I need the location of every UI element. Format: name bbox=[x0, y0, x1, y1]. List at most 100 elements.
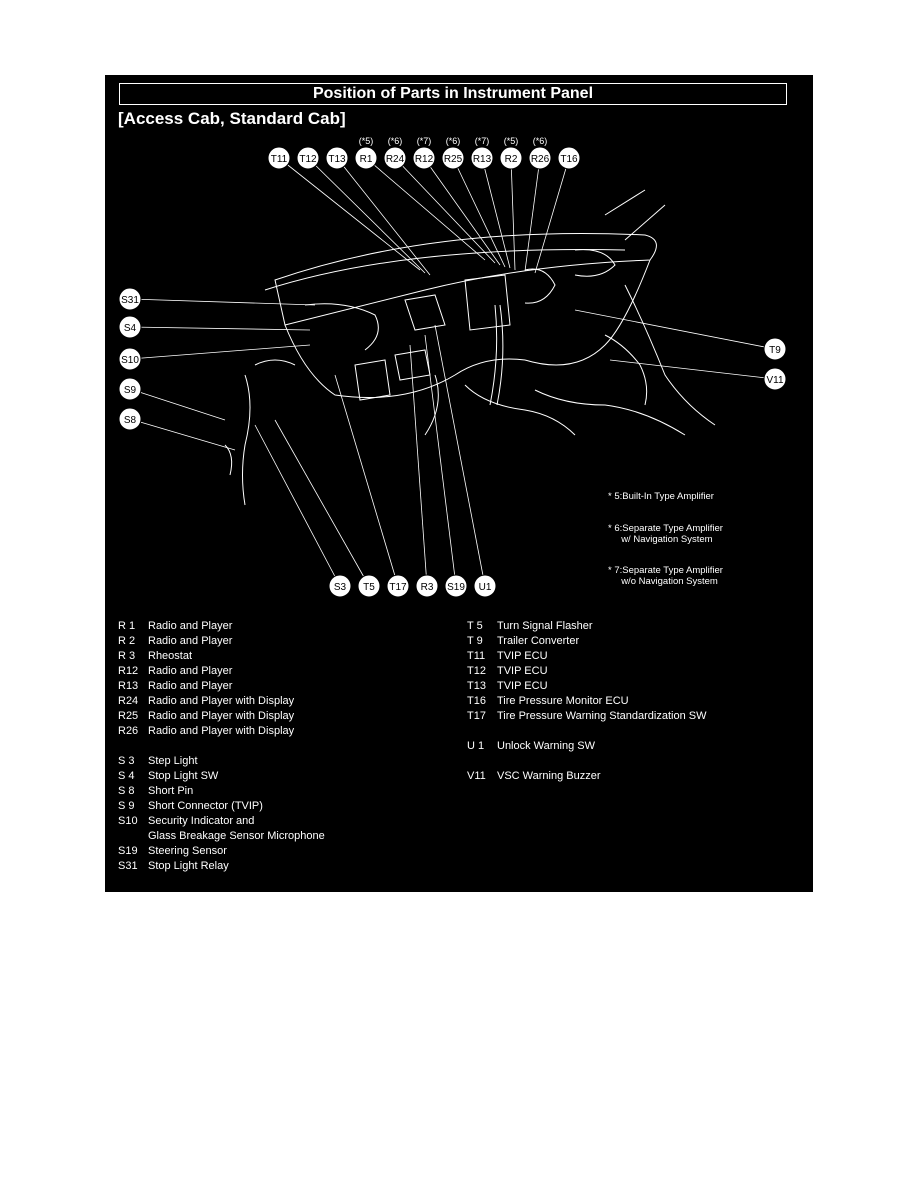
part-code: R25 bbox=[118, 710, 139, 722]
callout-circle bbox=[473, 574, 497, 598]
part-description: Stop Light SW bbox=[148, 770, 219, 782]
dashboard-illustration bbox=[224, 189, 716, 506]
part-code: R 3 bbox=[118, 650, 136, 662]
part-code: V11 bbox=[467, 770, 486, 782]
callout-v11: V11 bbox=[763, 367, 787, 391]
callout-s31: S31 bbox=[118, 287, 142, 311]
part-description: Security Indicator and bbox=[148, 815, 255, 827]
callout-circle bbox=[354, 146, 378, 170]
callout-r1: R1(*5) bbox=[354, 136, 378, 170]
diagram-panel: Position of Parts in Instrument Panel [A… bbox=[105, 75, 813, 892]
part-description: Trailer Converter bbox=[497, 635, 580, 647]
part-description: Radio and Player bbox=[148, 665, 233, 677]
callout-s19: S19 bbox=[444, 574, 468, 598]
part-code: R 2 bbox=[118, 635, 136, 647]
callout-note: (*6) bbox=[388, 136, 403, 146]
callout-label: R1 bbox=[360, 154, 373, 165]
leader-line-s10 bbox=[129, 344, 311, 360]
part-description: Radio and Player bbox=[148, 620, 233, 632]
callout-circle bbox=[325, 146, 349, 170]
callout-s4: S4 bbox=[118, 315, 142, 339]
leader-lines bbox=[129, 157, 776, 587]
leader-line-s8 bbox=[129, 418, 236, 451]
callout-circle bbox=[296, 146, 320, 170]
callout-label: T13 bbox=[328, 154, 346, 165]
callout-label: V11 bbox=[766, 375, 783, 386]
part-description: Radio and Player bbox=[148, 635, 233, 647]
callout-label: S8 bbox=[124, 415, 137, 426]
callout-label: T12 bbox=[299, 154, 317, 165]
callout-t13: T13 bbox=[325, 146, 349, 170]
callout-r25: R25(*6) bbox=[441, 136, 465, 170]
leader-line-r25 bbox=[452, 157, 506, 268]
footnote-5: * 5:Built-In Type Amplifier bbox=[608, 491, 714, 503]
part-code: R26 bbox=[118, 725, 139, 737]
callout-r2: R2(*5) bbox=[499, 136, 523, 170]
callout-circle bbox=[763, 337, 787, 361]
part-code: S 4 bbox=[118, 770, 135, 782]
part-code: T11 bbox=[467, 650, 486, 662]
part-code: T16 bbox=[467, 695, 486, 707]
leader-line-t9 bbox=[574, 309, 776, 350]
part-description: Short Connector (TVIP) bbox=[148, 800, 263, 812]
part-description: Tire Pressure Monitor ECU bbox=[497, 695, 629, 707]
part-code: R24 bbox=[118, 695, 139, 707]
footnote-7: * 7:Separate Type Amplifier w/o Navigati… bbox=[608, 565, 723, 587]
callout-circle bbox=[470, 146, 494, 170]
callout-label: S3 bbox=[334, 582, 347, 593]
callout-circle bbox=[444, 574, 468, 598]
callout-label: T5 bbox=[363, 582, 375, 593]
callout-circle bbox=[557, 146, 581, 170]
callout-circle bbox=[412, 146, 436, 170]
leader-line-s9 bbox=[129, 388, 226, 421]
part-code: S10 bbox=[118, 815, 138, 827]
part-code: T 9 bbox=[467, 635, 483, 647]
callout-note: (*5) bbox=[504, 136, 519, 146]
part-code: R13 bbox=[118, 680, 139, 692]
callout-label: S4 bbox=[124, 323, 137, 334]
leader-line-r13 bbox=[481, 157, 511, 269]
leader-line-r1 bbox=[365, 157, 486, 261]
callout-t17: T17 bbox=[386, 574, 410, 598]
part-description: Step Light bbox=[148, 755, 198, 767]
part-code: T12 bbox=[467, 665, 486, 677]
part-description: TVIP ECU bbox=[497, 680, 548, 692]
part-code: T 5 bbox=[467, 620, 483, 632]
callout-label: T11 bbox=[271, 154, 288, 165]
callout-circle bbox=[328, 574, 352, 598]
callout-label: R12 bbox=[415, 154, 434, 165]
part-description: VSC Warning Buzzer bbox=[497, 770, 601, 782]
part-description: Tire Pressure Warning Standardization SW bbox=[497, 710, 707, 722]
callout-label: S9 bbox=[124, 385, 137, 396]
part-description: Radio and Player with Display bbox=[148, 695, 295, 707]
leader-line-t17 bbox=[334, 374, 399, 587]
callout-circle bbox=[499, 146, 523, 170]
leader-line-u1 bbox=[434, 324, 486, 587]
part-code: S 9 bbox=[118, 800, 135, 812]
callout-circle bbox=[118, 347, 142, 371]
part-code: T17 bbox=[467, 710, 486, 722]
callout-circle bbox=[267, 146, 291, 170]
leader-line-t12 bbox=[307, 157, 426, 274]
part-code: S31 bbox=[118, 860, 138, 872]
footnotes: * 5:Built-In Type Amplifier * 6:Separate… bbox=[608, 471, 723, 609]
callout-t16: T16 bbox=[557, 146, 581, 170]
part-description: TVIP ECU bbox=[497, 665, 548, 677]
callout-r13: R13(*7) bbox=[470, 136, 494, 170]
part-description: Radio and Player bbox=[148, 680, 233, 692]
callout-circle bbox=[528, 146, 552, 170]
callout-label: U1 bbox=[479, 582, 492, 593]
leader-line-s31 bbox=[129, 298, 316, 306]
part-code: R12 bbox=[118, 665, 139, 677]
callout-s8: S8 bbox=[118, 407, 142, 431]
part-code: U 1 bbox=[467, 740, 485, 752]
callout-r24: R24(*6) bbox=[383, 136, 407, 170]
part-code: S19 bbox=[118, 845, 138, 857]
callout-s9: S9 bbox=[118, 377, 142, 401]
leader-line-t11 bbox=[278, 157, 421, 271]
callout-label: T9 bbox=[769, 345, 781, 356]
footnote-6: * 6:Separate Type Amplifier w/ Navigatio… bbox=[608, 522, 723, 545]
part-description: Radio and Player with Display bbox=[148, 725, 295, 737]
leader-line-v11 bbox=[609, 359, 776, 380]
